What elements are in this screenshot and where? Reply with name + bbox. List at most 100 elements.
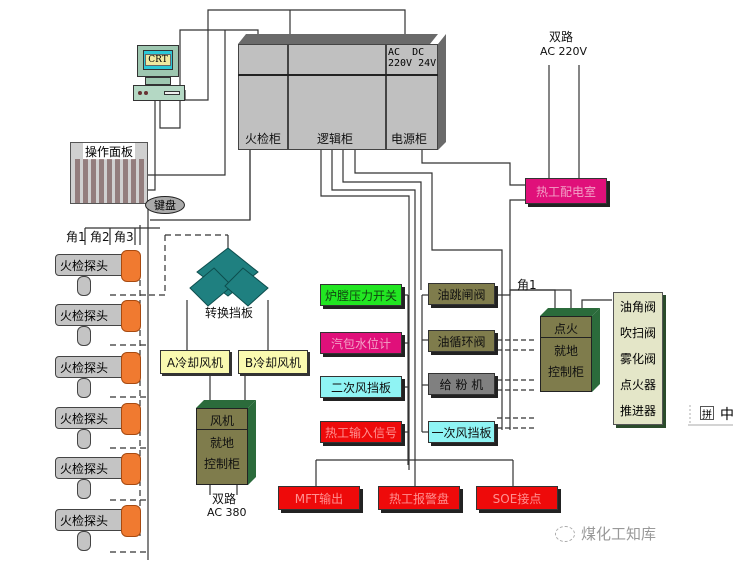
fire-probe[interactable]: 火检探头	[55, 352, 145, 398]
power-spec-dc: DC	[412, 47, 425, 58]
fire-detect-cabinet[interactable]: 火检柜	[238, 44, 288, 150]
led-icon	[138, 91, 142, 95]
power-spec-ac-v: 220V	[388, 58, 413, 69]
probe-stem	[77, 429, 91, 449]
input-label: 炉膛压力开关	[324, 288, 397, 303]
wire	[148, 235, 166, 296]
damper-label: 转换挡板	[205, 306, 254, 320]
fire-probe-label: 火检探头	[55, 254, 127, 276]
fan-a-box[interactable]: A冷却风机	[160, 350, 230, 374]
fan-supply-title: 双路	[212, 492, 237, 506]
fan-supply-spec: AC 380	[207, 506, 247, 519]
power-supply-spec: AC 220V	[540, 45, 588, 58]
wire	[581, 299, 612, 310]
cabinet-top-bevel	[238, 34, 438, 44]
probe-lens-icon	[121, 250, 141, 282]
ime-mode-label: 拼	[702, 409, 712, 421]
input-label: 热工输入信号	[324, 425, 397, 440]
cabinet-side	[248, 400, 256, 485]
fire-probe-label: 火检探头	[55, 509, 127, 531]
input-drum-level-gauge[interactable]: 汽包水位计	[320, 332, 402, 354]
crt-cpu	[133, 85, 185, 101]
wire	[354, 148, 503, 430]
logic-cabinet-label: 逻辑柜	[317, 132, 354, 146]
equipment-feeder[interactable]: 给 粉 机	[428, 373, 495, 395]
fire-probe[interactable]: 火检探头	[55, 250, 145, 296]
power-cabinet[interactable]: AC DC 220V 24V 电源柜	[386, 44, 438, 150]
logic-cabinet[interactable]: 逻辑柜	[288, 44, 386, 150]
cabinet-side	[592, 308, 600, 392]
fire-probe[interactable]: 火检探头	[55, 300, 145, 346]
power-spec-ac: AC	[388, 47, 401, 58]
crt-label: CRT	[145, 54, 171, 66]
fan-cabinet-line1: 就地	[209, 436, 234, 450]
equipment-label: 油循环阀	[437, 334, 486, 349]
ignition-local-cabinet[interactable]: 点火 就地 控制柜	[540, 308, 600, 396]
distribution-room-box[interactable]: 热工配电室	[525, 178, 607, 204]
angle-label-3: 角3	[114, 230, 134, 244]
operator-panel[interactable]: 操作面板	[70, 142, 148, 204]
probe-lens-icon	[121, 300, 141, 332]
probe-lens-icon	[121, 403, 141, 435]
equipment-oil-trip-valve[interactable]: 油跳闸阀	[428, 283, 495, 305]
ignition-device[interactable]: 吹扫阀	[619, 325, 656, 340]
wire	[342, 148, 422, 290]
fan-local-cabinet[interactable]: 风机 就地 控制柜	[196, 400, 256, 490]
fire-probe[interactable]: 火检探头	[55, 453, 145, 499]
distribution-room-label: 热工配电室	[535, 184, 596, 199]
input-furnace-pressure-switch[interactable]: 炉膛压力开关	[320, 284, 402, 306]
power-spec: AC DC 220V 24V	[388, 47, 436, 69]
probe-stem	[77, 326, 91, 346]
probe-stem	[77, 276, 91, 296]
wire	[184, 9, 406, 101]
input-label: 二次风挡板	[330, 380, 391, 395]
cabinet-side	[438, 34, 446, 150]
fire-probe[interactable]: 火检探头	[55, 403, 145, 449]
wire	[148, 95, 156, 191]
led-icon	[144, 91, 148, 95]
fan-b-box[interactable]: B冷却风机	[238, 350, 308, 374]
output-thermal-alarm-panel[interactable]: 热工报警盘	[378, 486, 460, 510]
ime-mode-indicator[interactable]: 拼	[700, 406, 714, 421]
fire-probe-label: 火检探头	[55, 407, 127, 429]
wire	[497, 289, 556, 310]
fire-probe-label: 火检探头	[55, 356, 127, 378]
probe-stem	[77, 531, 91, 551]
fire-detect-cabinet-label: 火检柜	[245, 132, 282, 146]
ignition-devices-list: 油角阀 吹扫阀 雾化阀 点火器 推进器	[613, 292, 663, 425]
equipment-primary-air-damper[interactable]: 一次风挡板	[428, 421, 495, 443]
ignition-device[interactable]: 油角阀	[619, 299, 656, 314]
drive-slot-icon	[164, 91, 180, 95]
cabinet-top-bevel	[540, 308, 600, 316]
fan-cabinet-front: 风机 就地 控制柜	[196, 408, 248, 485]
output-label: MFT输出	[294, 491, 344, 506]
crt-computer[interactable]: CRT	[133, 45, 188, 105]
fire-probe-label: 火检探头	[55, 457, 127, 479]
keyboard-label: 键盘	[154, 199, 176, 212]
ignition-device[interactable]: 点火器	[619, 378, 656, 393]
input-thermal-signal[interactable]: 热工输入信号	[320, 421, 402, 443]
input-secondary-air-damper[interactable]: 二次风挡板	[320, 376, 402, 398]
fire-probe[interactable]: 火检探头	[55, 505, 145, 551]
ime-lang-label[interactable]: 中	[720, 407, 733, 423]
equipment-oil-circulation-valve[interactable]: 油循环阀	[428, 330, 495, 352]
wire	[331, 148, 416, 470]
wire	[159, 29, 259, 129]
probe-stem	[77, 378, 91, 398]
operator-panel-title: 操作面板	[83, 143, 136, 160]
ignition-cabinet-line1: 就地	[553, 344, 578, 358]
ignition-device[interactable]: 雾化阀	[619, 351, 656, 366]
output-soe-contact[interactable]: SOE接点	[476, 486, 558, 510]
angle-label-2: 角2	[90, 230, 110, 244]
output-mft[interactable]: MFT输出	[278, 486, 360, 510]
probe-lens-icon	[121, 453, 141, 485]
fan-a-label: A冷却风机	[166, 355, 224, 370]
main-cabinet-group: 火检柜 逻辑柜 AC DC 220V 24V 电源柜	[238, 34, 446, 150]
probe-lens-icon	[121, 352, 141, 384]
keyboard[interactable]: 键盘	[145, 196, 185, 214]
power-cabinet-label: 电源柜	[391, 132, 428, 146]
ignition-device[interactable]: 推进器	[619, 404, 656, 419]
wire	[421, 148, 525, 186]
ignition-cabinet-front: 点火 就地 控制柜	[540, 316, 592, 392]
wire	[148, 30, 226, 176]
